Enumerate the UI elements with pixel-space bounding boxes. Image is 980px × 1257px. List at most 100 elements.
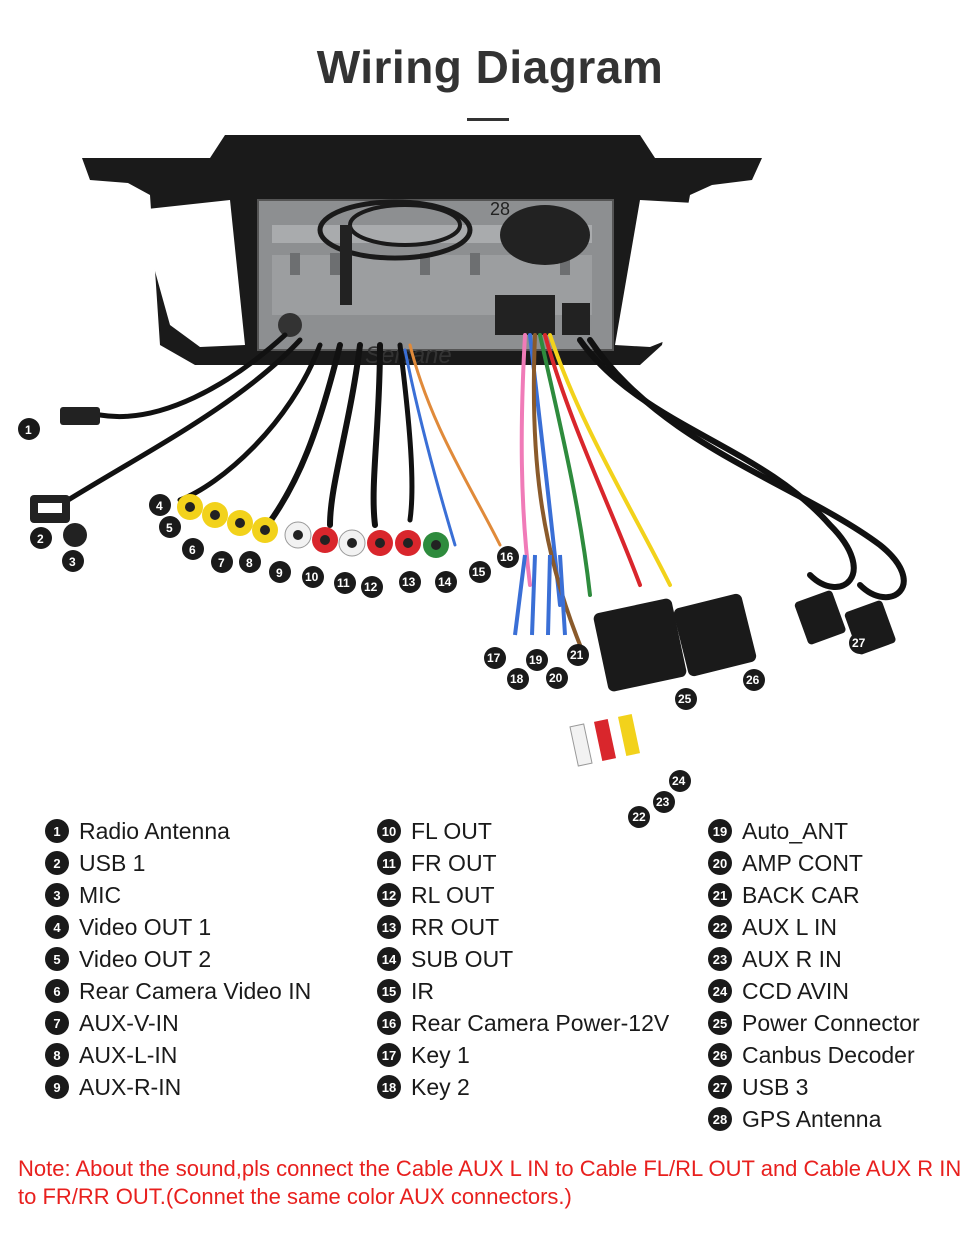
legend-label: MIC [79,881,122,908]
legend-item: 4 Video OUT 1 [45,911,311,943]
legend-label: USB 1 [79,849,146,876]
svg-text:9: 9 [276,566,283,580]
legend-number: 1 [45,819,69,843]
legend-number: 20 [708,851,732,875]
power-connector [593,598,687,692]
legend-label: IR [411,977,434,1004]
title-underline [467,118,509,121]
svg-text:19: 19 [529,653,543,667]
legend-number: 4 [45,915,69,939]
svg-text:15: 15 [472,565,486,579]
legend-number: 28 [708,1107,732,1131]
sound-connection-note: Note: About the sound,pls connect the Ca… [18,1156,962,1209]
legend-number: 25 [708,1011,732,1035]
wiring-diagram: Seicane 28 [18,135,907,813]
legend-number: 26 [708,1043,732,1067]
legend-item: 25 Power Connector [708,1007,920,1039]
legend-number: 11 [377,851,401,875]
legend-label: AUX-R-IN [79,1073,182,1100]
legend-number: 2 [45,851,69,875]
legend-label: AUX L IN [742,913,838,940]
svg-text:11: 11 [337,576,350,590]
svg-text:14: 14 [438,575,452,589]
legend-number: 13 [377,915,401,939]
radio-antenna-plug [60,407,100,425]
legend-label: Video OUT 1 [79,913,212,940]
svg-text:5: 5 [166,521,173,535]
legend-item: 6 Rear Camera Video IN [45,975,311,1007]
svg-text:18: 18 [510,672,524,686]
svg-text:16: 16 [500,550,514,564]
legend-number: 8 [45,1043,69,1067]
legend-number: 17 [377,1043,401,1067]
usb3-plug [794,590,846,645]
legend-number: 14 [377,947,401,971]
svg-text:4: 4 [156,499,163,513]
legend-number: 12 [377,883,401,907]
legend-label: AUX-L-IN [79,1041,178,1068]
legend-label: Key 1 [411,1041,470,1068]
legend-number: 27 [708,1075,732,1099]
legend-number: 21 [708,883,732,907]
legend-number: 3 [45,883,69,907]
rca-connectors [177,494,449,558]
legend-item: 17 Key 1 [377,1039,669,1071]
legend-number: 24 [708,979,732,1003]
legend-number: 7 [45,1011,69,1035]
legend-number: 6 [45,979,69,1003]
legend-item: 20 AMP CONT [708,847,920,879]
canbus-decoder [673,593,757,677]
svg-text:25: 25 [678,692,692,706]
gps-callout: 28 [490,199,510,219]
legend-label: Canbus Decoder [742,1041,915,1068]
legend-label: RL OUT [411,881,495,908]
legend-item: 28 GPS Antenna [708,1103,920,1135]
legend-item: 21 BACK CAR [708,879,920,911]
legend-label: Rear Camera Video IN [79,977,312,1004]
legend-label: AUX R IN [742,945,842,972]
legend-item: 2 USB 1 [45,847,311,879]
legend-label: CCD AVIN [742,977,849,1004]
svg-text:1: 1 [25,423,32,437]
svg-text:7: 7 [218,556,225,570]
wire-bundles [57,332,907,647]
legend-label: Radio Antenna [79,817,230,844]
legend-label: BACK CAR [742,881,860,908]
legend-item: 27 USB 3 [708,1071,920,1103]
page-title: Wiring Diagram [316,41,664,93]
legend-item: 11 FR OUT [377,847,669,879]
legend-item: 24 CCD AVIN [708,975,920,1007]
mic-plug [63,523,87,547]
legend-label: Auto_ANT [742,817,849,844]
legend-label: RR OUT [411,913,500,940]
legend-label: GPS Antenna [742,1105,882,1132]
svg-text:26: 26 [746,673,760,687]
legend-number: 10 [377,819,401,843]
svg-text:8: 8 [246,556,253,570]
svg-text:21: 21 [570,648,584,662]
legend-label: AMP CONT [742,849,863,876]
legend-item: 1 Radio Antenna [45,815,311,847]
legend-label: FR OUT [411,849,497,876]
svg-text:6: 6 [189,543,196,557]
svg-text:23: 23 [656,795,670,809]
svg-text:17: 17 [487,651,501,665]
legend-item: 13 RR OUT [377,911,669,943]
svg-text:20: 20 [549,671,563,685]
legend-number: 19 [708,819,732,843]
legend-label: USB 3 [742,1073,809,1100]
legend-label: Power Connector [742,1009,920,1036]
svg-text:10: 10 [305,570,319,584]
diagram-callouts: 1 2 3 4 5 6 7 8 9 10 11 12 13 14 15 16 1… [18,418,871,813]
